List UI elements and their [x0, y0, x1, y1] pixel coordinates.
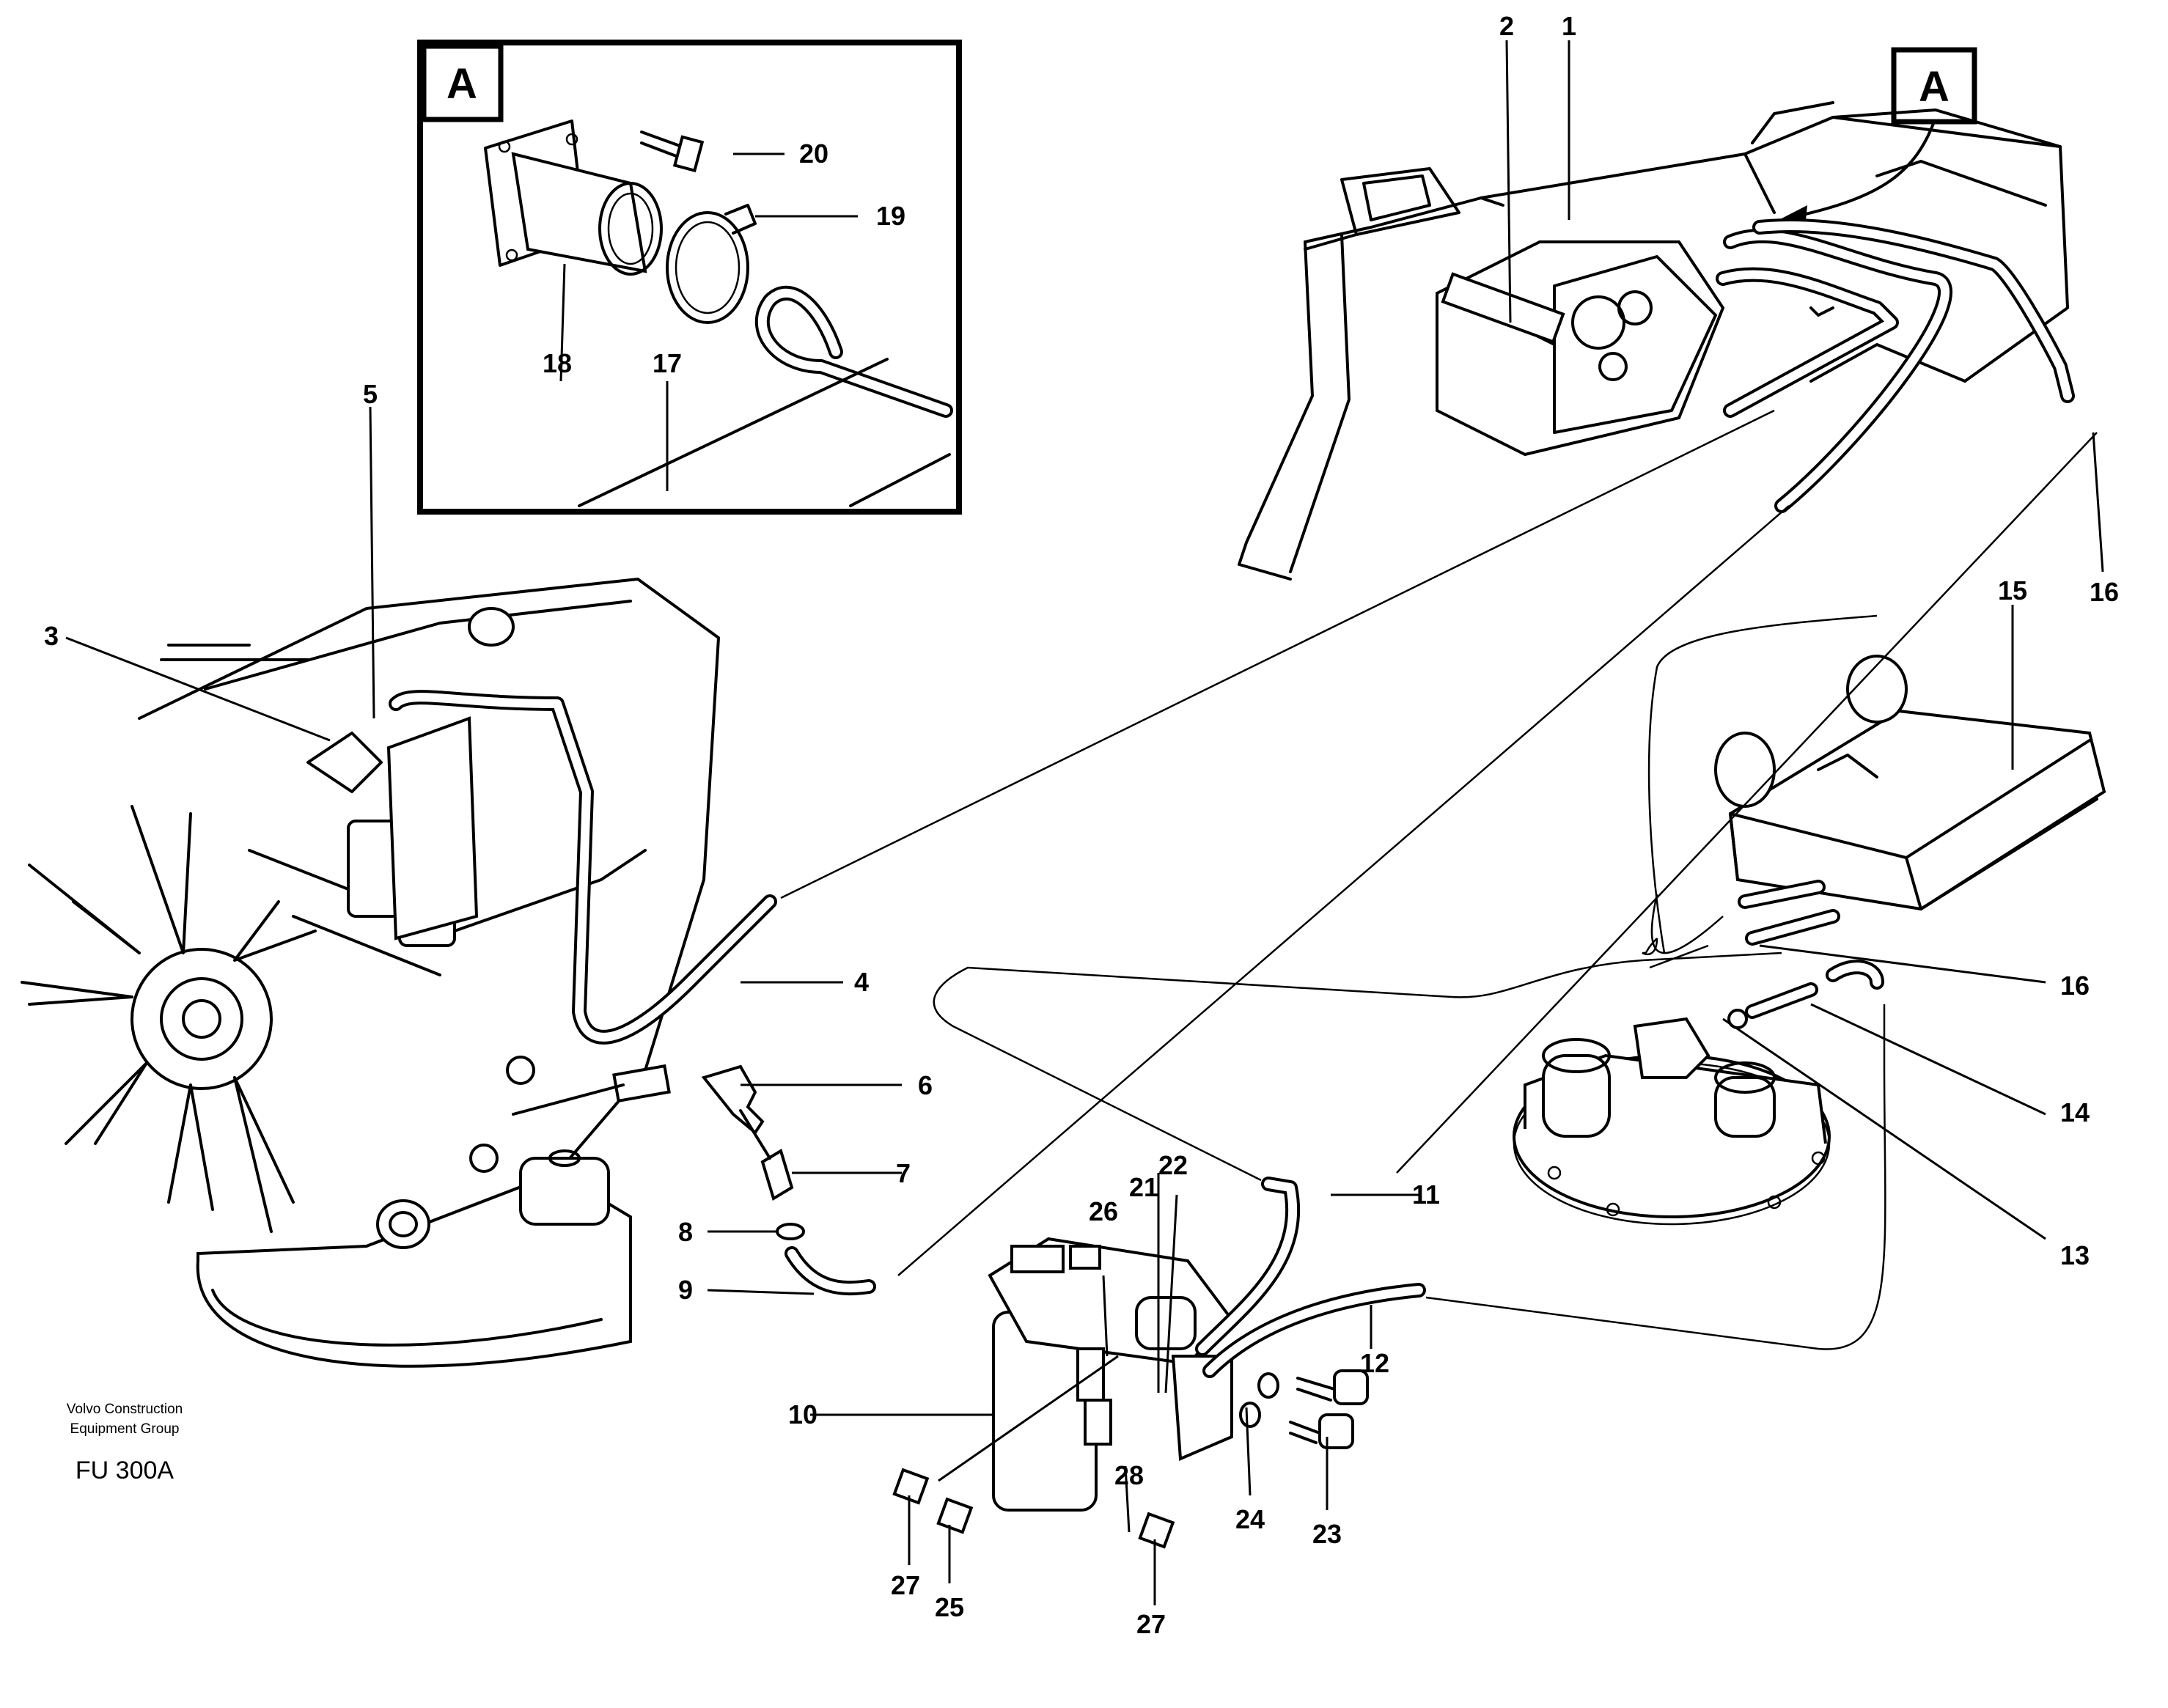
part-label-1: 1	[1562, 11, 1576, 41]
part-label-27-right: 27	[1136, 1609, 1166, 1639]
part-label-23: 23	[1312, 1519, 1342, 1549]
part-label-25: 25	[935, 1592, 964, 1622]
part-label-15: 15	[1998, 575, 2027, 605]
fuel-pump-block	[1436, 240, 1725, 457]
hose-clamp	[666, 211, 749, 324]
part-label-10: 10	[788, 1399, 817, 1429]
part-label-9: 9	[678, 1275, 693, 1305]
part-label-12: 12	[1360, 1348, 1389, 1378]
part-label-2: 2	[1499, 11, 1514, 41]
part-label-7: 7	[896, 1158, 911, 1188]
part-label-18: 18	[543, 348, 572, 378]
detail-view-a: A	[417, 40, 962, 515]
part-label-27-left: 27	[891, 1570, 920, 1600]
curved-hose	[754, 285, 953, 418]
detail-letter: A	[447, 60, 477, 108]
part-label-24: 24	[1235, 1504, 1265, 1534]
part-label-8: 8	[678, 1217, 693, 1247]
part-label-5: 5	[363, 379, 378, 409]
part-label-6: 6	[918, 1070, 933, 1100]
engine	[21, 578, 777, 1368]
footer-company-line1: Volvo Construction	[67, 1402, 183, 1417]
routing-lines	[780, 409, 2098, 1350]
detail-letter-box	[421, 43, 504, 122]
part-label-21: 21	[1129, 1172, 1158, 1202]
fuel-heater-unit	[1714, 655, 2106, 946]
part-label-3: 3	[44, 621, 59, 651]
part-label-16-heater: 16	[2060, 971, 2090, 1001]
part-label-22: 22	[1158, 1150, 1188, 1180]
part-label-20: 20	[799, 139, 828, 169]
part-labels: 1 2 3 4 5 6 7 8 9 10 11 12 13 14 15 16 1…	[44, 11, 2119, 1639]
part-label-28: 28	[1114, 1460, 1144, 1490]
part-label-13: 13	[2060, 1240, 2090, 1270]
part-label-4: 4	[854, 967, 869, 997]
callout-a: A	[1782, 47, 1977, 227]
fuel-tank-assembly	[1238, 101, 2075, 581]
callout-letter: A	[1919, 63, 1950, 111]
part-label-17: 17	[653, 348, 682, 378]
part-label-14: 14	[2060, 1097, 2090, 1127]
part-label-26: 26	[1089, 1196, 1118, 1226]
tank-sender-unit	[1513, 960, 1884, 1226]
bolt	[640, 130, 683, 158]
hose-fittings	[701, 1064, 876, 1296]
part-label-16-tank: 16	[2090, 577, 2119, 607]
footer-drawing-code: FU 300A	[76, 1457, 174, 1484]
tube-stub	[511, 152, 647, 273]
fan-hub	[131, 948, 273, 1090]
footer: Volvo Construction Equipment Group FU 30…	[67, 1402, 183, 1484]
footer-company-line2: Equipment Group	[70, 1421, 180, 1437]
leader-lines	[65, 40, 2104, 1605]
fuel-filter-assembly	[892, 1177, 1426, 1549]
part-label-11: 11	[1412, 1179, 1440, 1210]
part-label-19: 19	[876, 201, 905, 231]
